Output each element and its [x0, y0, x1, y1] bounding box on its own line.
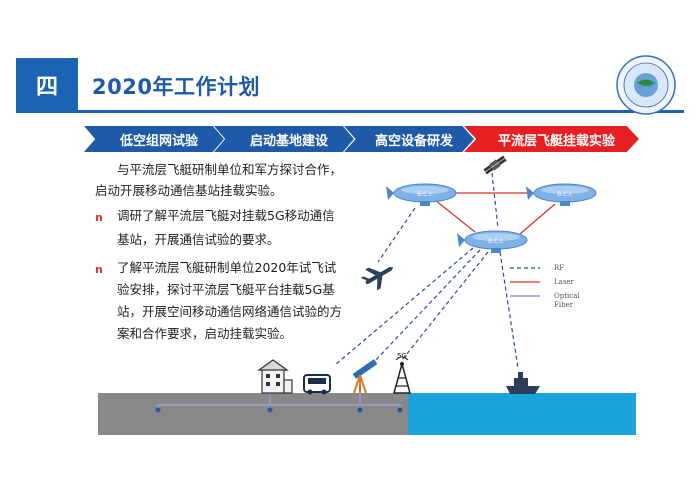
- section-number-badge: 四: [16, 58, 78, 112]
- airship-label: B.C.I.: [557, 191, 573, 198]
- bullet-2-line-4: 案和合作要求，启动挂载实验。: [117, 326, 293, 341]
- page-title: 2020年工作计划: [92, 75, 260, 99]
- airship-label: B.C.I.: [488, 238, 504, 245]
- bullet-1-line-1: 调研了解平流层飞艇对挂载5G移动通信: [117, 208, 335, 223]
- step-label: 高空设备研发: [374, 133, 453, 149]
- fiber-node: [397, 407, 403, 413]
- intro-text-line-2: 启动开展移动通信基站挂载实验。: [95, 183, 283, 198]
- ship-icon: [506, 372, 540, 394]
- step-stratospheric-airship-experiment: 平流层飞艇挂载实验: [464, 126, 639, 152]
- bullet-marker: n: [95, 211, 103, 224]
- legend: [510, 267, 540, 297]
- building-icon: [257, 359, 293, 394]
- airship-bottom: [457, 230, 528, 253]
- step-label: 低空组网试验: [119, 133, 198, 149]
- airplane-icon: [360, 266, 394, 291]
- rf-link: [372, 249, 481, 364]
- fiber-node: [267, 407, 273, 413]
- telescope-icon: [352, 359, 378, 394]
- airship-right: [526, 183, 597, 206]
- bullet-1-line-2: 基站，开展通信试验的要求。: [117, 232, 280, 247]
- step-low-altitude-network-test: 低空组网试验: [84, 126, 224, 152]
- bullet-2-line-1: 了解平流层飞艇研制单位2020年试飞试: [117, 260, 337, 275]
- bullet-2-line-3: 站，开展空间移动通信网络通信试验的方: [117, 304, 343, 319]
- tower-label: 5G: [397, 352, 407, 360]
- laser-link: [519, 203, 556, 235]
- legend-laser-label: Laser: [554, 278, 574, 286]
- step-base-construction: 启动基地建设: [214, 126, 354, 152]
- ground: [98, 393, 408, 435]
- legend-fiber-label-2: Fiber: [554, 301, 574, 309]
- rf-link: [401, 251, 489, 361]
- intro-text-line-1: 与平流层飞艇研制单位和军方探讨合作，: [117, 162, 343, 177]
- satellite-icon: [483, 155, 507, 175]
- rf-link: [491, 172, 499, 229]
- rf-link: [377, 207, 416, 263]
- rf-link: [334, 247, 474, 366]
- step-label: 启动基地建设: [249, 133, 328, 149]
- legend-rf-label: RF: [554, 264, 565, 272]
- title-divider: [16, 110, 684, 113]
- bullet-marker: n: [95, 263, 103, 276]
- bullet-2-line-2: 验安排，探讨平流层飞艇平台挂载5G基: [117, 282, 335, 297]
- rf-link: [499, 251, 519, 369]
- svg-text:◦◦◦◦◦: ◦◦◦◦◦: [639, 84, 654, 90]
- laser-link: [434, 199, 476, 233]
- bus-icon: [303, 374, 331, 395]
- airship-label: B.C.I.: [417, 191, 433, 198]
- fiber-node: [357, 407, 363, 413]
- step-label: 平流层飞艇挂载实验: [497, 133, 615, 149]
- legend-fiber-label-1: Optical: [554, 292, 580, 300]
- sea: [408, 393, 636, 435]
- fiber-node: [155, 407, 161, 413]
- organization-logo: ◦◦◦◦◦: [616, 55, 676, 115]
- airship-left: [386, 183, 457, 206]
- step-high-altitude-equipment: 高空设备研发: [344, 126, 474, 152]
- cell-tower-icon: [393, 356, 411, 394]
